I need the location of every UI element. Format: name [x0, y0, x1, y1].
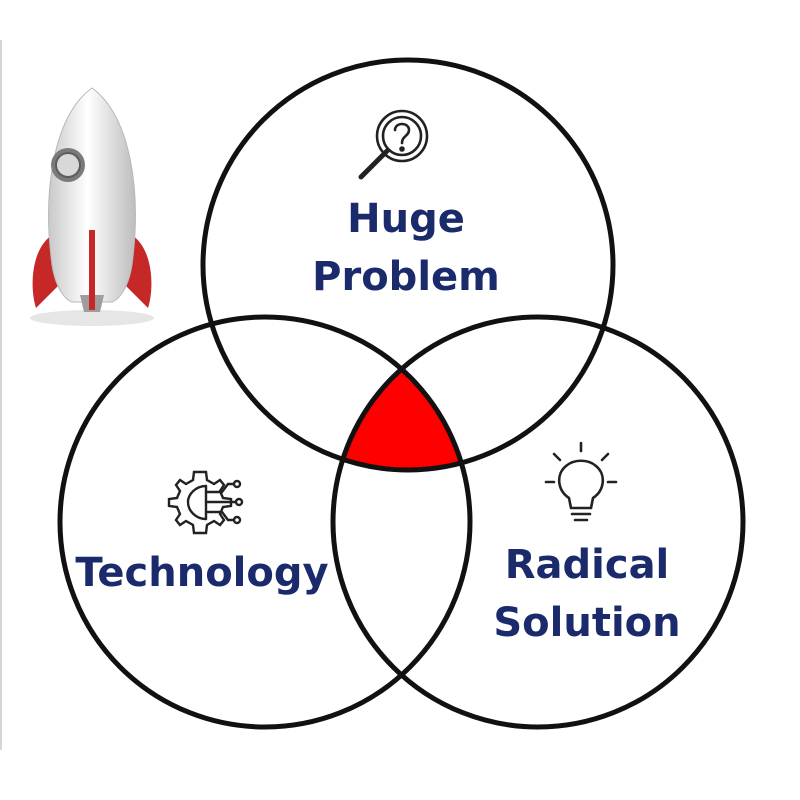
label-line: Technology [75, 550, 328, 596]
label-line: Solution [493, 600, 680, 646]
gear-circuit-icon [167, 470, 244, 535]
circle-radical-solution [330, 314, 746, 730]
lightbulb-icon [544, 441, 618, 522]
magnifier-question-icon [358, 109, 429, 180]
label-line: Radical [505, 542, 670, 588]
intersection-highlight [333, 317, 470, 470]
rocket-icon [30, 87, 154, 326]
circle-huge-problem [200, 57, 616, 473]
label-technology: Technology [75, 550, 328, 596]
circle-technology [57, 314, 473, 730]
label-line: Huge [347, 196, 465, 242]
label-line: Problem [312, 254, 500, 300]
